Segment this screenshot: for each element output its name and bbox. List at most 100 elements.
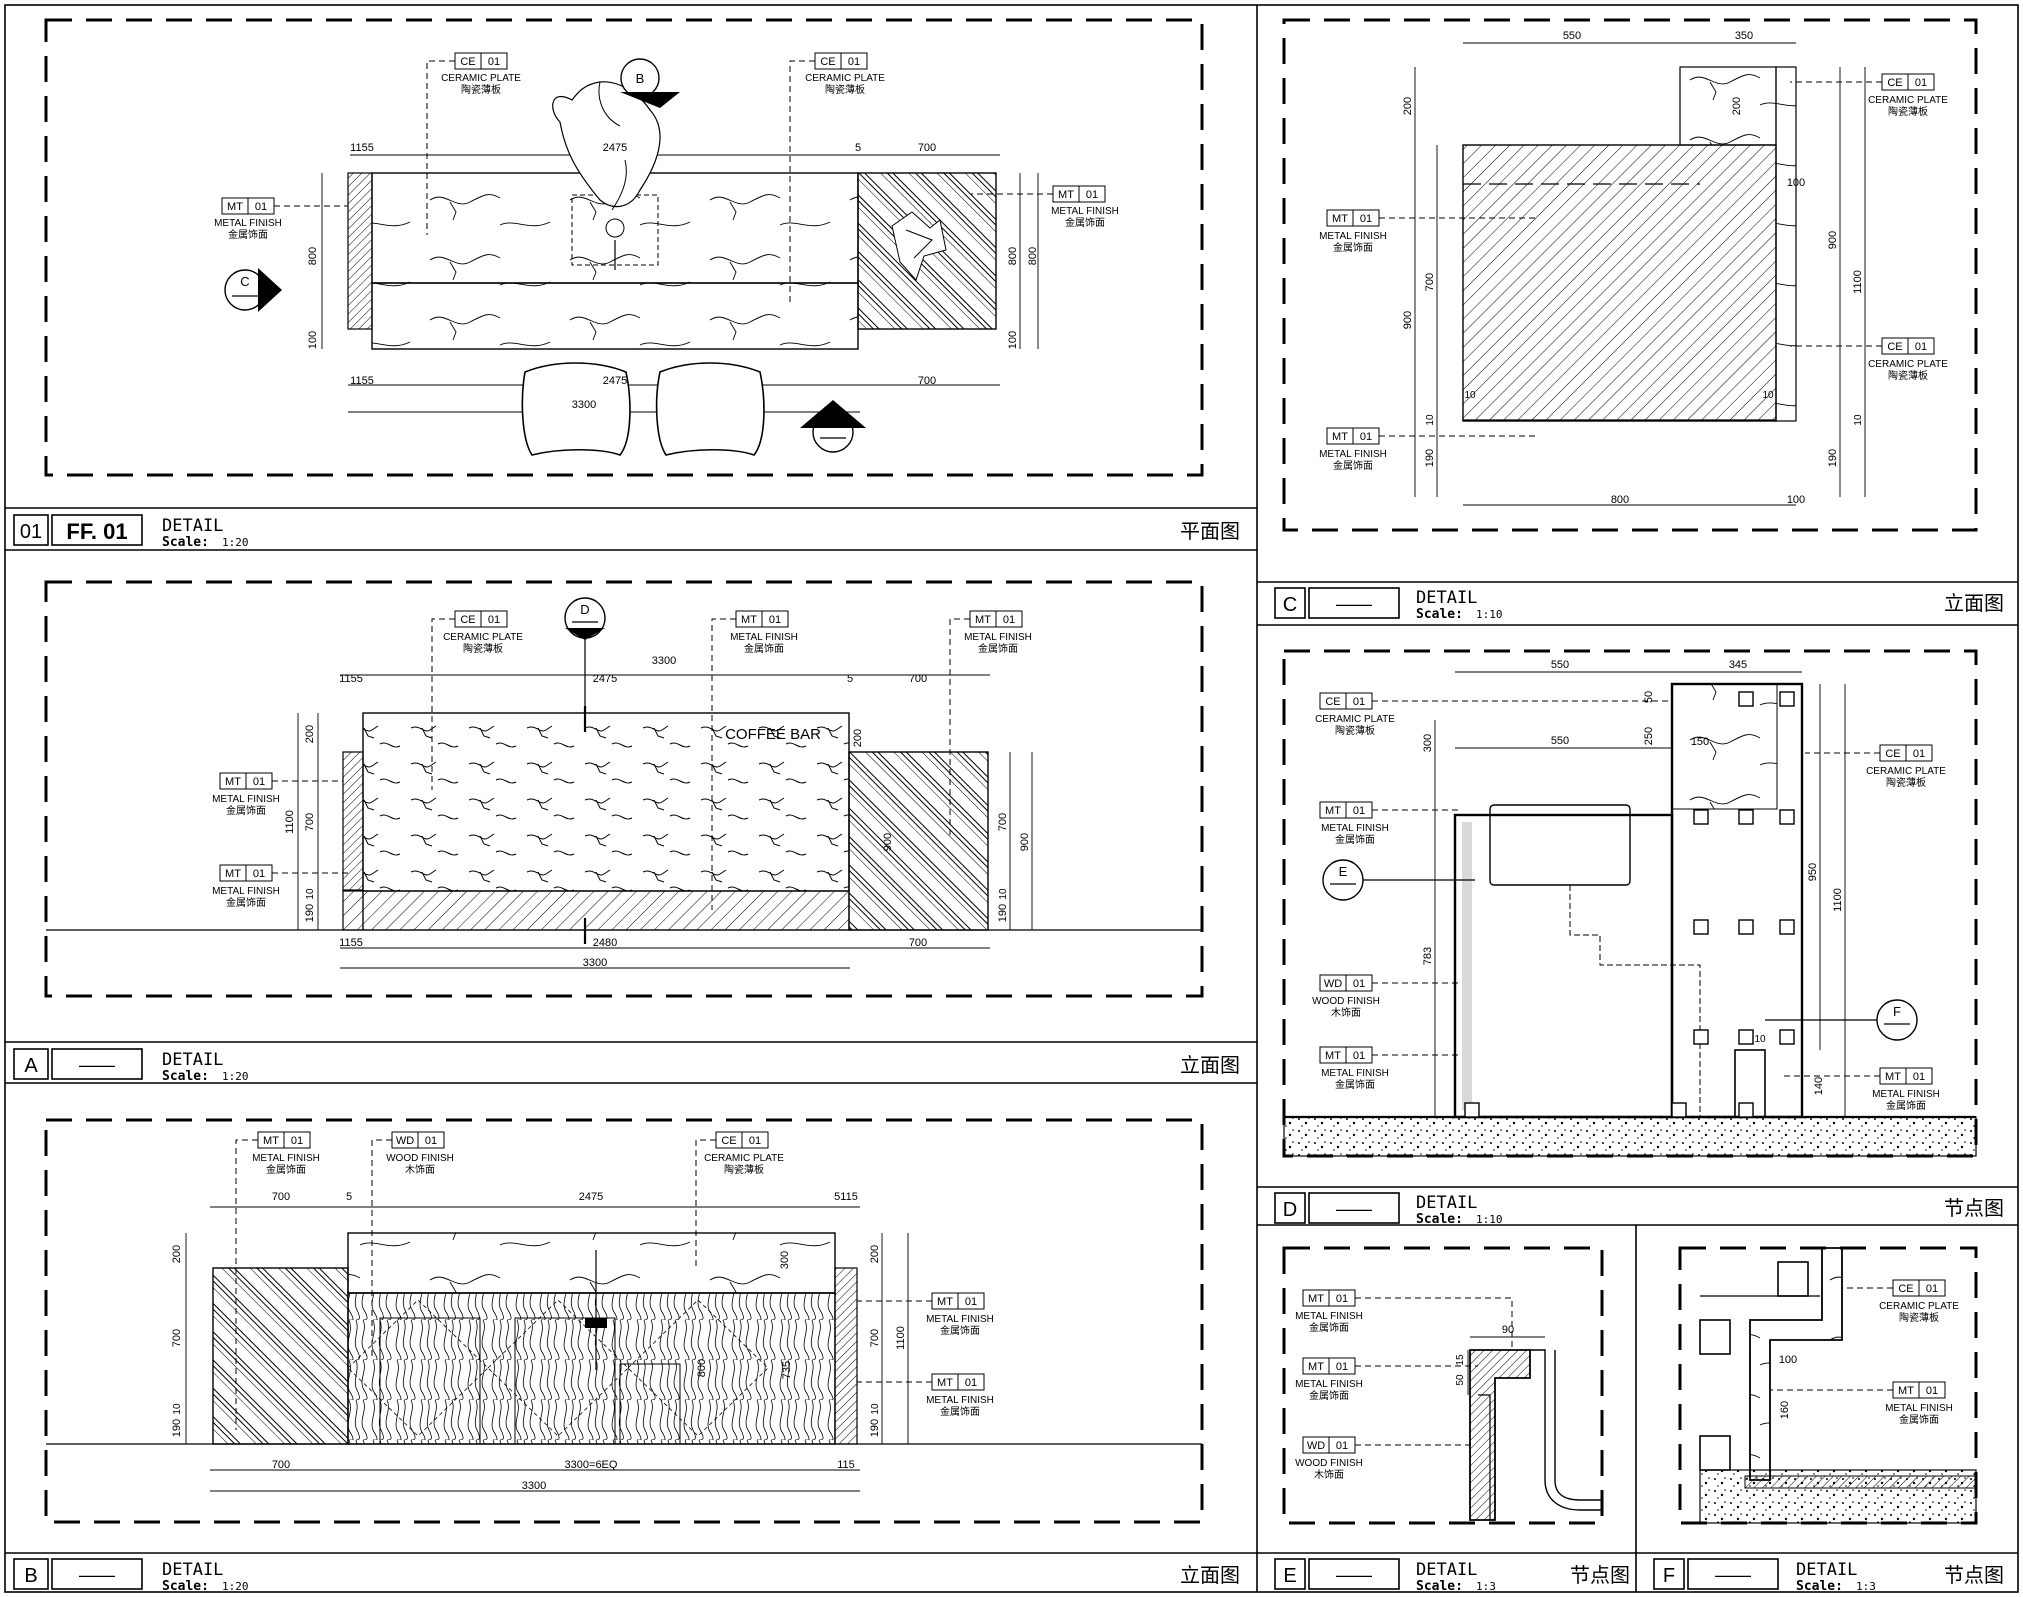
panel-b-elevation: 700 5 2475 5115 700 3300=6EQ 115 3300 20… (46, 1131, 1202, 1492)
dim-label: 190 (1424, 449, 1436, 467)
svg-text:01: 01 (848, 56, 860, 68)
svg-text:CERAMIC PLATE: CERAMIC PLATE (1868, 95, 1948, 106)
dim-label: 2475 (593, 673, 617, 685)
coffee-bar-label: COFFEE BAR (725, 726, 821, 743)
svg-text:01: 01 (1926, 1283, 1938, 1295)
svg-text:WOOD FINISH: WOOD FINISH (386, 1153, 454, 1164)
material-tag-mt: MT 01 METAL FINISH 金属饰面 (1295, 1289, 1513, 1350)
svg-text:CERAMIC PLATE: CERAMIC PLATE (441, 73, 521, 84)
dim-label: 1155 (350, 375, 374, 387)
dim-label: 10 (1754, 1034, 1766, 1045)
svg-text:陶瓷薄板: 陶瓷薄板 (463, 642, 503, 655)
material-tag-mt: MT 01 METAL FINISH 金属饰面 (1319, 801, 1460, 846)
dim-label: 200 (852, 729, 864, 747)
svg-text:MT: MT (1325, 805, 1341, 817)
svg-text:MT: MT (225, 868, 241, 880)
dim-label: 5 (346, 1191, 352, 1203)
dim-label: 900 (882, 833, 894, 851)
svg-text:金属饰面: 金属饰面 (1886, 1099, 1926, 1112)
material-tag-mt: MT 01 METAL FINISH 金属饰面 (970, 185, 1119, 229)
svg-text:01: 01 (253, 868, 265, 880)
svg-text:CE: CE (460, 614, 475, 626)
svg-text:CERAMIC PLATE: CERAMIC PLATE (1315, 714, 1395, 725)
svg-text:金属饰面: 金属饰面 (226, 804, 266, 817)
dim-label: 100 (1007, 331, 1019, 349)
panel-c-elevation: 550 350 800 100 200 900 700 190 10 10 10… (1319, 30, 1948, 506)
svg-text:01: 01 (291, 1135, 303, 1147)
section-marker-a: A (800, 400, 866, 453)
dim-label: 1100 (1832, 888, 1844, 912)
svg-text:METAL FINISH: METAL FINISH (964, 632, 1032, 643)
svg-text:01: 01 (1336, 1440, 1348, 1452)
svg-text:金属饰面: 金属饰面 (1335, 1078, 1375, 1091)
dim-label: 200 (1731, 97, 1743, 115)
dim-label: 10 (1425, 414, 1436, 426)
section-marker-b: B (620, 58, 680, 108)
dim-label: 900 (1402, 311, 1414, 329)
svg-text:C: C (240, 274, 249, 289)
material-tag-mt: MT 01 METAL FINISH 金属饰面 (1770, 1381, 1953, 1426)
dim-label: 800 (307, 247, 319, 265)
dim-label: 550 (1563, 30, 1581, 42)
panel-title: DETAIL (1416, 588, 1477, 608)
svg-text:CE: CE (721, 1135, 736, 1147)
cabinet-body (1453, 813, 1674, 1119)
svg-text:MT: MT (1325, 1050, 1341, 1062)
material-tag-mt: MT 01 METAL FINISH 金属饰面 (212, 864, 348, 909)
panel-title: DETAIL (162, 1050, 223, 1070)
scale-value: 1:20 (222, 1580, 249, 1593)
svg-text:WOOD FINISH: WOOD FINISH (1312, 996, 1380, 1007)
dim-label: 700 (171, 1329, 183, 1347)
scale-value: 1:20 (222, 536, 249, 549)
svg-text:01: 01 (1915, 77, 1927, 89)
view-name: 立面图 (1944, 592, 2004, 615)
wood-cabinet (347, 1292, 836, 1445)
panel-d-section: 550 345 550 300 783 50 250 150 950 1100 … (1283, 659, 1977, 1157)
panel-a-elevation: COFFEE BAR 1155 2475 5 700 3300 1155 248… (46, 597, 1202, 969)
svg-text:METAL FINISH: METAL FINISH (1051, 206, 1119, 217)
panel-title: DETAIL (1416, 1560, 1477, 1580)
panel-id: E (1283, 1565, 1296, 1587)
svg-text:CE: CE (1885, 748, 1900, 760)
chair-icon (521, 362, 631, 456)
panel-title: DETAIL (1796, 1560, 1857, 1580)
svg-text:MT: MT (1308, 1361, 1324, 1373)
view-name: 立面图 (1180, 1054, 1240, 1077)
svg-text:陶瓷薄板: 陶瓷薄板 (1886, 776, 1926, 789)
svg-text:01: 01 (1353, 696, 1365, 708)
svg-text:METAL FINISH: METAL FINISH (214, 218, 282, 229)
material-tag-ce: CE 01 CERAMIC PLATE 陶瓷薄板 (1790, 337, 1948, 382)
svg-text:CERAMIC PLATE: CERAMIC PLATE (805, 73, 885, 84)
sink-basin (1489, 804, 1631, 886)
panel-id: C (1283, 594, 1297, 616)
dim-label: 3300 (572, 399, 596, 411)
title-bar-e: E —— DETAIL Scale: 1:3 节点图 (1257, 1552, 1636, 1594)
ornament (891, 211, 947, 281)
dim-label: 550 (1551, 659, 1569, 671)
svg-text:B: B (636, 71, 645, 86)
dim-label: 900 (1019, 833, 1031, 851)
svg-text:01: 01 (769, 614, 781, 626)
panel-d-border (1282, 649, 1978, 1158)
svg-text:WD: WD (396, 1135, 414, 1147)
ceramic-front-panel (362, 712, 850, 892)
svg-text:METAL FINISH: METAL FINISH (1885, 1403, 1953, 1414)
material-tag-mt: MT 01 METAL FINISH 金属饰面 (235, 1131, 320, 1430)
svg-text:MT: MT (1885, 1071, 1901, 1083)
svg-text:METAL FINISH: METAL FINISH (1295, 1311, 1363, 1322)
svg-text:MT: MT (225, 776, 241, 788)
dim-label: 10 (1853, 414, 1864, 426)
dim-label: 700 (1424, 273, 1436, 291)
svg-text:MT: MT (227, 201, 243, 213)
ceramic-upstand (1679, 66, 1777, 146)
svg-text:MT: MT (1332, 431, 1348, 443)
dim-label: 5 (855, 142, 861, 154)
title-bar-f: F —— DETAIL Scale: 1:3 节点图 (1636, 1552, 2018, 1594)
dim-label: 1155 (350, 142, 374, 154)
panel-title: DETAIL (162, 516, 223, 536)
svg-text:01: 01 (425, 1135, 437, 1147)
svg-text:WD: WD (1324, 978, 1342, 990)
panel-title: DETAIL (162, 1560, 223, 1580)
scale-value: 1:3 (1856, 1580, 1876, 1593)
